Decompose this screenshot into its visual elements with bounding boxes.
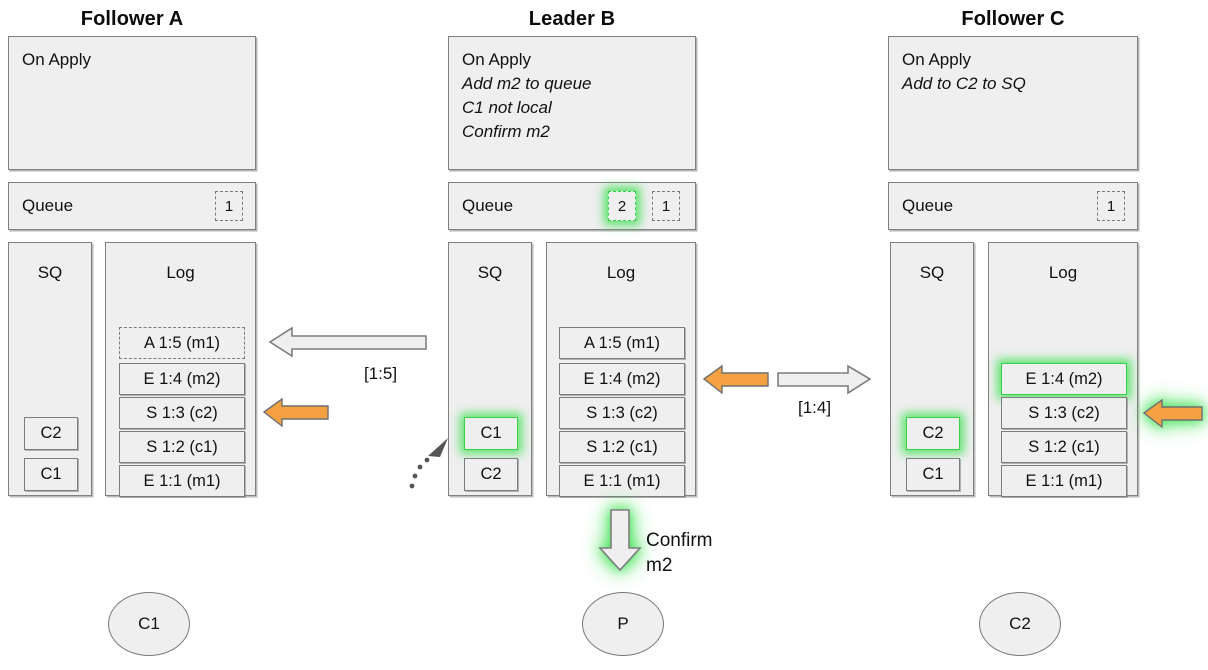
log-entry[interactable]: E 1:4 (m2)	[559, 363, 685, 395]
column-title-follower-c: Follower C	[961, 8, 1065, 30]
queue-bar-follower-a: Queue 1	[8, 182, 256, 230]
queue-badge[interactable]: 1	[652, 191, 680, 221]
client-node-follower-a[interactable]: C1	[108, 592, 190, 656]
queue-bar-follower-c: Queue 1	[888, 182, 1138, 230]
client-node-follower-c[interactable]: C2	[979, 592, 1061, 656]
sq-item[interactable]: C1	[906, 458, 960, 491]
log-box-follower-a: Log A 1:5 (m1) E 1:4 (m2) S 1:3 (c2) S 1…	[105, 242, 256, 497]
sq-box-follower-a: SQ C2 C1	[8, 242, 92, 496]
log-header: Log	[606, 263, 636, 282]
replication-arrow-b-to-c	[777, 364, 872, 395]
queue-badge[interactable]: 1	[215, 191, 243, 221]
log-entry[interactable]: E 1:1 (m1)	[559, 465, 685, 497]
queue-label: Queue	[462, 196, 514, 215]
queue-bar-leader-b: Queue 2 1	[448, 182, 696, 230]
confirm-down-arrow	[598, 509, 642, 572]
on-apply-line-1: Add to C2 to SQ	[902, 74, 1026, 93]
queue-label: Queue	[22, 196, 74, 215]
replication-arrow-label-bc: [1:4]	[798, 398, 832, 417]
log-box-leader-b: Log A 1:5 (m1) E 1:4 (m2) S 1:3 (c2) S 1…	[546, 242, 696, 497]
on-apply-header: On Apply	[462, 50, 531, 69]
replication-arrow-label-ab: [1:5]	[364, 364, 398, 383]
on-apply-header: On Apply	[902, 50, 971, 69]
on-apply-line-1: Add m2 to queue	[462, 74, 592, 93]
sq-box-leader-b: SQ C1 C2	[448, 242, 532, 496]
sq-item-highlighted[interactable]: C1	[464, 417, 518, 450]
on-apply-box-follower-a: On Apply	[8, 36, 256, 170]
on-apply-line-3: Confirm m2	[462, 122, 550, 141]
log-entry[interactable]: E 1:4 (m2)	[119, 363, 245, 395]
on-apply-header: On Apply	[22, 50, 91, 69]
queue-badge[interactable]: 1	[1097, 191, 1125, 221]
log-entry[interactable]: A 1:5 (m1)	[559, 327, 685, 359]
sq-item-highlighted[interactable]: C2	[906, 417, 960, 450]
sq-header: SQ	[477, 263, 503, 282]
log-entry[interactable]: S 1:2 (c1)	[559, 431, 685, 463]
sq-item[interactable]: C2	[24, 417, 78, 450]
confirm-label-line1: Confirm	[646, 530, 713, 551]
log-entry[interactable]: S 1:3 (c2)	[119, 397, 245, 429]
queue-badge-highlighted[interactable]: 2	[608, 191, 636, 221]
sq-box-follower-c: SQ C2 C1	[890, 242, 974, 496]
log-box-follower-c: Log E 1:4 (m2) S 1:3 (c2) S 1:2 (c1) E 1…	[988, 242, 1138, 497]
apply-pointer-arrow-leader-b	[702, 364, 769, 395]
log-header: Log	[1048, 263, 1078, 282]
sq-item[interactable]: C2	[464, 458, 518, 491]
on-apply-line-2: C1 not local	[462, 98, 552, 117]
dotted-pointer-arrow-to-sq	[409, 438, 448, 489]
log-entry-highlighted[interactable]: E 1:4 (m2)	[1001, 363, 1127, 395]
client-node-leader-b[interactable]: P	[582, 592, 664, 656]
log-entry[interactable]: S 1:3 (c2)	[1001, 397, 1127, 429]
log-entry[interactable]: S 1:2 (c1)	[1001, 431, 1127, 463]
confirm-label-line2: m2	[646, 555, 673, 576]
log-entry[interactable]: A 1:5 (m1)	[119, 327, 245, 359]
log-entry[interactable]: E 1:1 (m1)	[1001, 465, 1127, 497]
column-title-leader-b: Leader B	[528, 8, 616, 30]
column-title-follower-a: Follower A	[80, 8, 184, 30]
sq-header: SQ	[919, 263, 945, 282]
confirm-label: Confirm m2	[646, 528, 713, 578]
log-entry[interactable]: E 1:1 (m1)	[119, 465, 245, 497]
apply-pointer-arrow-follower-a	[262, 397, 329, 428]
log-entry[interactable]: S 1:3 (c2)	[559, 397, 685, 429]
queue-label: Queue	[902, 196, 954, 215]
on-apply-box-follower-c: On Apply Add to C2 to SQ	[888, 36, 1138, 170]
log-entry[interactable]: S 1:2 (c1)	[119, 431, 245, 463]
log-header: Log	[166, 263, 195, 282]
sq-header: SQ	[37, 263, 63, 282]
on-apply-box-leader-b: On Apply Add m2 to queue C1 not local Co…	[448, 36, 696, 170]
sq-item[interactable]: C1	[24, 458, 78, 491]
replication-arrow-b-to-a	[268, 326, 427, 358]
apply-pointer-arrow-follower-c	[1142, 398, 1203, 429]
